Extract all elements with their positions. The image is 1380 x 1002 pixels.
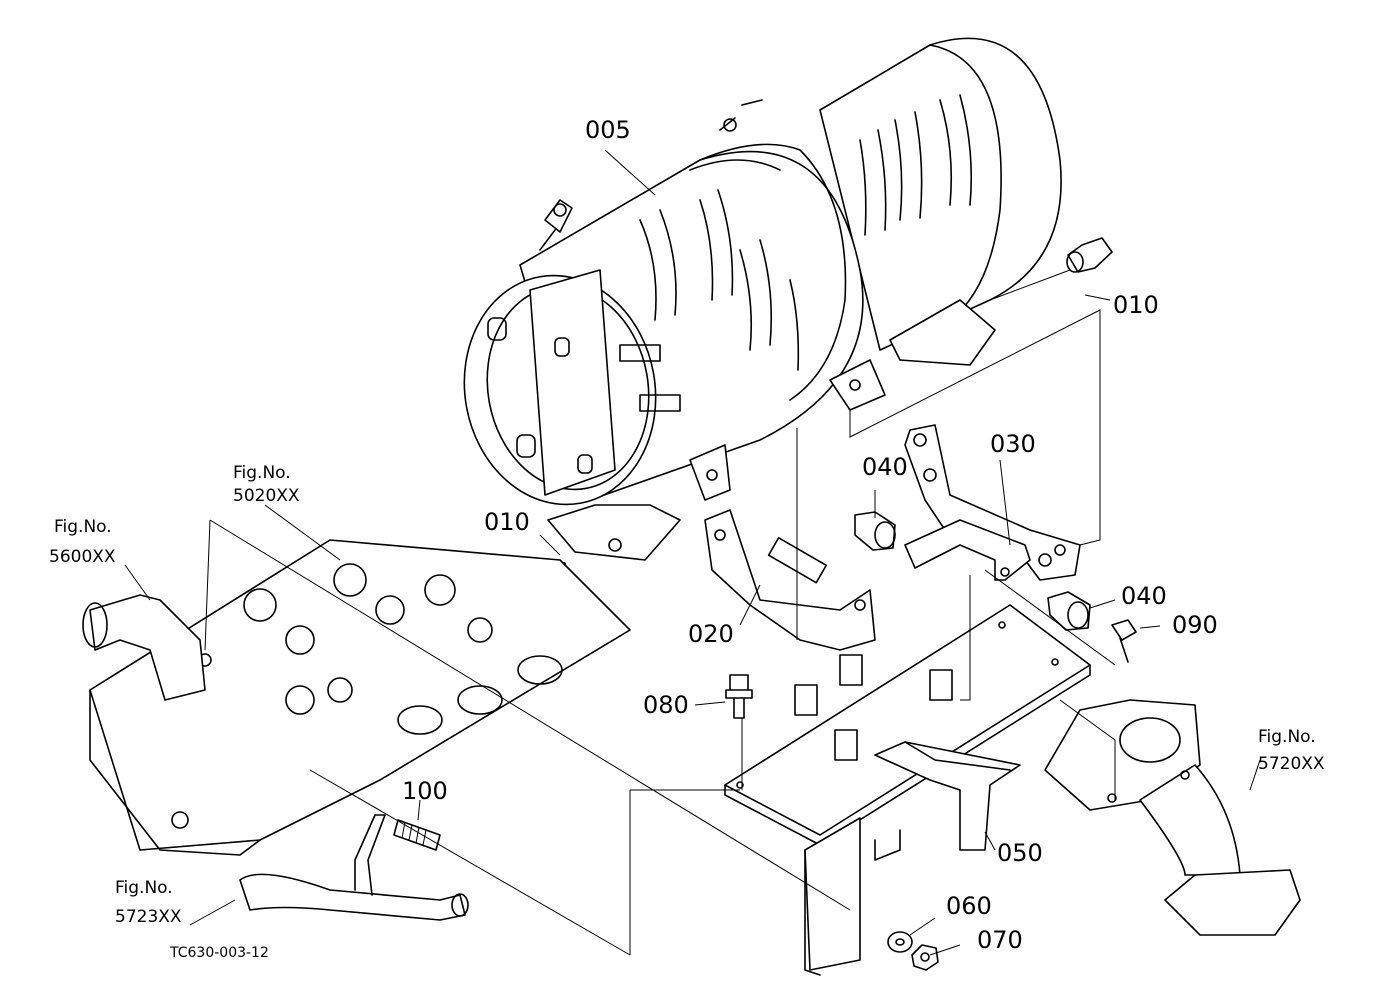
washer-060	[887, 931, 913, 953]
stud-100	[393, 819, 441, 851]
figref-5723: Fig.No. 5723XX	[115, 878, 182, 927]
bolt-080	[725, 674, 753, 719]
figref-5600-number: 5600XX	[49, 547, 116, 567]
figref-5600-caption: Fig.No.	[54, 517, 112, 537]
label-050: 050	[997, 839, 1043, 867]
label-030: 030	[990, 430, 1036, 458]
figref-5723-number: 5723XX	[115, 907, 182, 927]
bracket-030	[904, 424, 1081, 581]
label-040-upper: 040	[862, 453, 908, 481]
thermostat-elbow	[82, 594, 206, 701]
nut-070	[911, 944, 939, 971]
figref-5720-caption: Fig.No.	[1258, 727, 1316, 747]
figref-5600: Fig.No. 5600XX	[49, 517, 116, 567]
label-100: 100	[402, 777, 448, 805]
drawing-code: TC630-003-12	[169, 945, 269, 961]
label-010-right: 010	[1113, 291, 1159, 319]
leader-lines	[124, 149, 1261, 956]
dpf-muffler-assembly	[463, 37, 1062, 561]
label-005: 005	[585, 116, 631, 144]
label-060: 060	[946, 892, 992, 920]
bracket-050	[874, 741, 1021, 861]
figref-5020-caption: Fig.No.	[233, 463, 291, 483]
water-pipe	[239, 814, 469, 921]
label-020: 020	[688, 620, 734, 648]
bolt-040-lower	[1047, 591, 1091, 631]
label-010-left: 010	[484, 508, 530, 536]
label-090: 090	[1172, 611, 1218, 639]
figref-5720: Fig.No. 5720XX	[1258, 727, 1325, 774]
bolt-090	[1111, 619, 1137, 663]
exhaust-elbow	[1044, 699, 1301, 936]
figref-5020-number: 5020XX	[233, 486, 300, 506]
figref-5723-caption: Fig.No.	[115, 878, 173, 898]
bracket-020	[704, 509, 876, 651]
label-040-lower: 040	[1121, 582, 1167, 610]
label-080: 080	[643, 691, 689, 719]
mounting-plate	[724, 604, 1091, 976]
label-070: 070	[977, 926, 1023, 954]
cylinder-head	[89, 539, 631, 856]
bolt-010-right	[1066, 237, 1113, 273]
figref-5720-number: 5720XX	[1258, 754, 1325, 774]
figref-5020: Fig.No. 5020XX	[233, 463, 300, 506]
